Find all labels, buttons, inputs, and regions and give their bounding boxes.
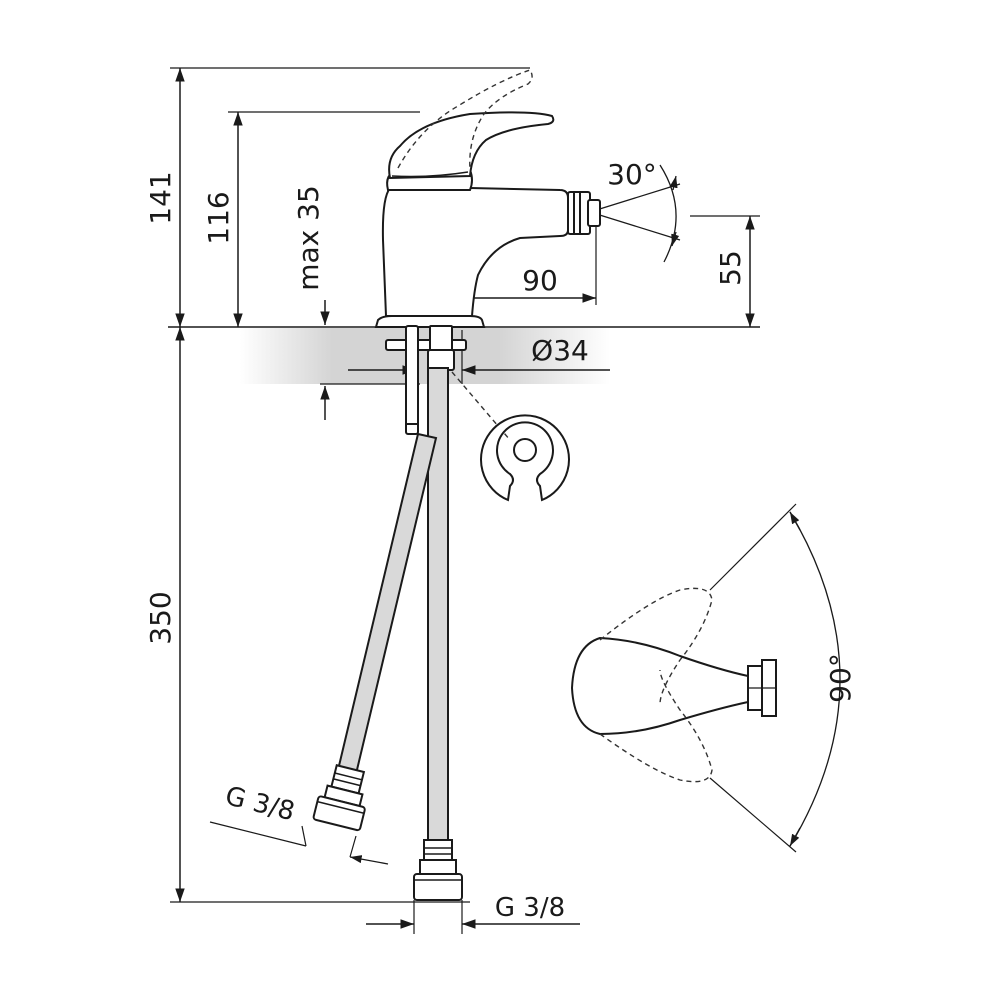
hose-nut-left [312, 795, 366, 832]
dimension-spray-angle: 30° [589, 158, 681, 263]
dimension-55-label: 55 [714, 250, 747, 286]
lever-top-view: 90° [570, 503, 857, 853]
dimension-350: 350 [144, 327, 185, 902]
lever-raised-position [397, 69, 533, 171]
lever-top-view-solid [570, 636, 749, 736]
countertop-section [240, 328, 610, 384]
hose-nut-right [413, 873, 463, 901]
dimension-diameter-34: Ø34 [348, 330, 610, 384]
dimension-55: 55 [714, 216, 755, 327]
hose-angled [312, 432, 438, 832]
dimension-g38-right-label: G 3/8 [495, 893, 565, 923]
dimension-141-label: 141 [144, 171, 177, 224]
dimension-141: 141 [144, 68, 185, 327]
dimension-max-35: max 35 [292, 185, 420, 420]
dimension-spray-angle-label: 30° [607, 158, 657, 191]
dimension-350-label: 350 [144, 591, 177, 644]
hose-straight [413, 367, 463, 901]
dimension-g38-right: G 3/8 [366, 893, 580, 934]
dimension-lever-rotation-label: 90° [824, 653, 857, 703]
horseshoe-washer [480, 414, 570, 502]
faucet-body [374, 111, 601, 328]
dimension-g38-left-label: G 3/8 [222, 781, 297, 827]
dimension-116-label: 116 [202, 191, 235, 244]
fixing-assembly [385, 325, 467, 435]
dimension-90-label: 90 [522, 264, 558, 297]
dimension-116: 116 [202, 112, 243, 327]
outlet-aerator [587, 199, 601, 227]
dimension-max-35-label: max 35 [292, 185, 325, 291]
dimension-diameter-34-label: Ø34 [531, 334, 589, 367]
